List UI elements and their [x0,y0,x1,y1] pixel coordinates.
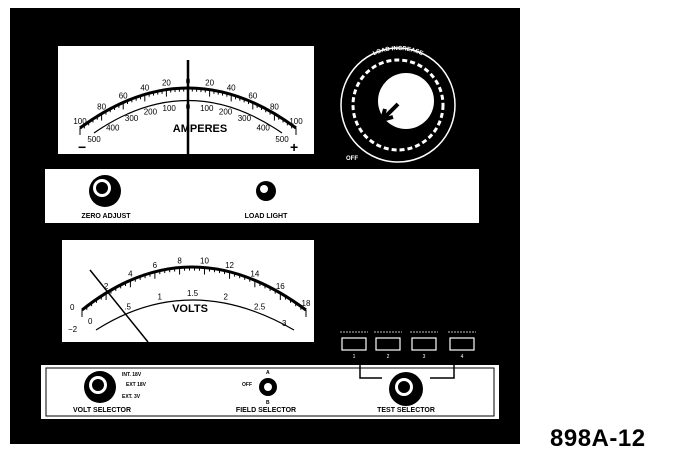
ammeter-inner-label: 500 [87,135,101,144]
ammeter-outer-scale: 100 80 60 40 200 20 40 60 80 100 [73,77,303,126]
ammeter-outer-label: 20 [205,79,214,88]
voltmeter-top-label: 12 [225,261,234,270]
field-position-off: OFF [242,382,252,388]
indicator-lamp-4 [449,337,475,351]
indicator-lamp-bank: 1 2 3 4 [340,331,476,360]
ammeter-inner-label: 500 [275,135,289,144]
ammeter-title: AMPERES [173,123,227,135]
volt-selector-knob[interactable] [84,371,116,403]
ammeter-outer-label: 60 [248,91,257,100]
ammeter-inner-scale: 5004003002001000100200300400500 [87,103,289,145]
ammeter-inner-label: 100 [163,104,177,113]
field-selector-label: FIELD SELECTOR [236,407,296,414]
figure-code: 898A-12 [550,425,646,452]
voltmeter-top-label: 6 [153,261,158,270]
ammeter-outer-label: 60 [119,91,128,100]
voltmeter-top-label: 2 [104,282,109,291]
voltmeter-inner-three: 3 [282,319,287,328]
ammeter-outer-label: 100 [73,117,87,126]
ammeter-outer-label: 40 [227,83,236,92]
volt-selector-label: VOLT SELECTOR [73,407,131,414]
voltmeter-top-label: 16 [276,282,285,291]
voltmeter-mid-label: 2 [224,292,229,301]
voltmeter-top-label: 18 [302,299,311,308]
field-position-b: B [266,400,270,406]
voltmeter-mid-label: 1.5 [187,289,199,298]
voltmeter-mid-label: 2.5 [254,302,266,311]
ammeter-minus-sign: − [78,139,86,155]
volt-position-ext18: EXT 18V [126,382,147,388]
indicator-lamp-2 [375,337,401,351]
load-off-label: OFF [346,156,358,162]
ammeter-inner-label: 300 [238,114,252,123]
volt-position-int18: INT. 18V [122,372,142,378]
ammeter-outer-label: 100 [289,117,303,126]
voltmeter-needle [89,269,149,343]
ammeter-plus-sign: + [290,139,298,155]
ammeter-outer-label: 80 [97,103,106,112]
voltmeter-top-label: 4 [128,269,133,278]
indicator-lamp-1 [341,337,367,351]
load-increase-knob[interactable]: LOAD INCREASE OFF [340,46,456,163]
tester-front-panel: 10080604020020406080100 5004003002001000… [10,8,520,444]
indicator-lamp-number: 3 [423,354,426,360]
indicator-lamp-number: 1 [353,354,356,360]
voltmeter-mid-label: .5 [124,302,131,311]
voltmeter-top-label: 8 [177,257,182,266]
volt-position-ext3: EXT. 3V [122,394,141,400]
voltmeter-ticks [81,267,307,317]
field-selector-switch[interactable] [259,378,277,396]
ammeter-inner-label: 200 [219,108,233,117]
ammeter-outer-label: 80 [270,103,279,112]
lower-control-strip: INT. 18V EXT 18V EXT. 3V VOLT SELECTOR O… [39,363,501,421]
zero-adjust-knob[interactable] [89,175,121,207]
voltmeter-top-label: 14 [250,269,259,278]
ammeter-outer-label: 20 [162,79,171,88]
indicator-lamp-number: 2 [387,354,390,360]
voltmeter-mid-label: 1 [158,292,163,301]
field-position-a: A [266,370,270,376]
voltmeter-left-zero: 0 [70,303,75,312]
ammeter: 10080604020020406080100 5004003002001000… [58,46,314,155]
load-increase-label: LOAD INCREASE [372,46,424,57]
upper-control-strip: ZERO ADJUST LOAD LIGHT [43,167,481,225]
voltmeter-left-minus-two: −2 [68,325,78,334]
voltmeter-inner-zero: 0 [88,317,93,326]
indicator-lamp-3 [411,337,437,351]
ammeter-inner-label: 200 [144,108,158,117]
voltmeter-mid-scale: .5 1 1.5 2 2.5 [124,289,265,311]
ammeter-inner-label: 400 [106,123,120,132]
voltmeter: 2 4 6 8 10 12 14 16 18 .5 1 1.5 2 2.5 VOLTS 0 −2 0 3 [62,240,314,343]
ammeter-outer-label: 40 [140,83,149,92]
ammeter-ticks [79,88,297,135]
voltmeter-top-label: 10 [200,257,209,266]
load-light-label: LOAD LIGHT [245,213,288,220]
ammeter-inner-label: 100 [200,104,214,113]
load-light-lamp [256,181,276,201]
test-selector-label: TEST SELECTOR [377,407,435,414]
indicator-lamp-number: 4 [461,354,464,360]
ammeter-inner-label: 400 [257,123,271,132]
svg-text:LOAD INCREASE: LOAD INCREASE [372,46,424,57]
voltmeter-title: VOLTS [172,303,208,315]
zero-adjust-label: ZERO ADJUST [81,213,131,220]
test-selector-knob[interactable] [389,372,423,406]
ammeter-inner-label: 300 [125,114,139,123]
